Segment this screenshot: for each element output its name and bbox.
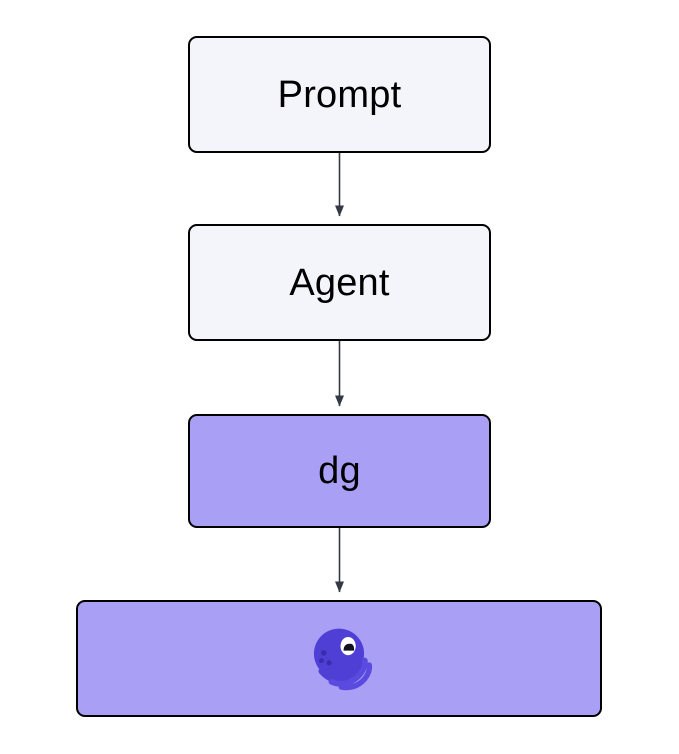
node-octopus[interactable] <box>76 600 602 717</box>
octopus-icon <box>301 621 377 697</box>
node-agent[interactable]: Agent <box>188 224 491 341</box>
node-dg[interactable]: dg <box>188 414 491 528</box>
node-prompt[interactable]: Prompt <box>188 36 491 153</box>
node-dg-label: dg <box>318 450 361 492</box>
node-agent-label: Agent <box>289 261 390 304</box>
node-prompt-label: Prompt <box>277 73 402 116</box>
